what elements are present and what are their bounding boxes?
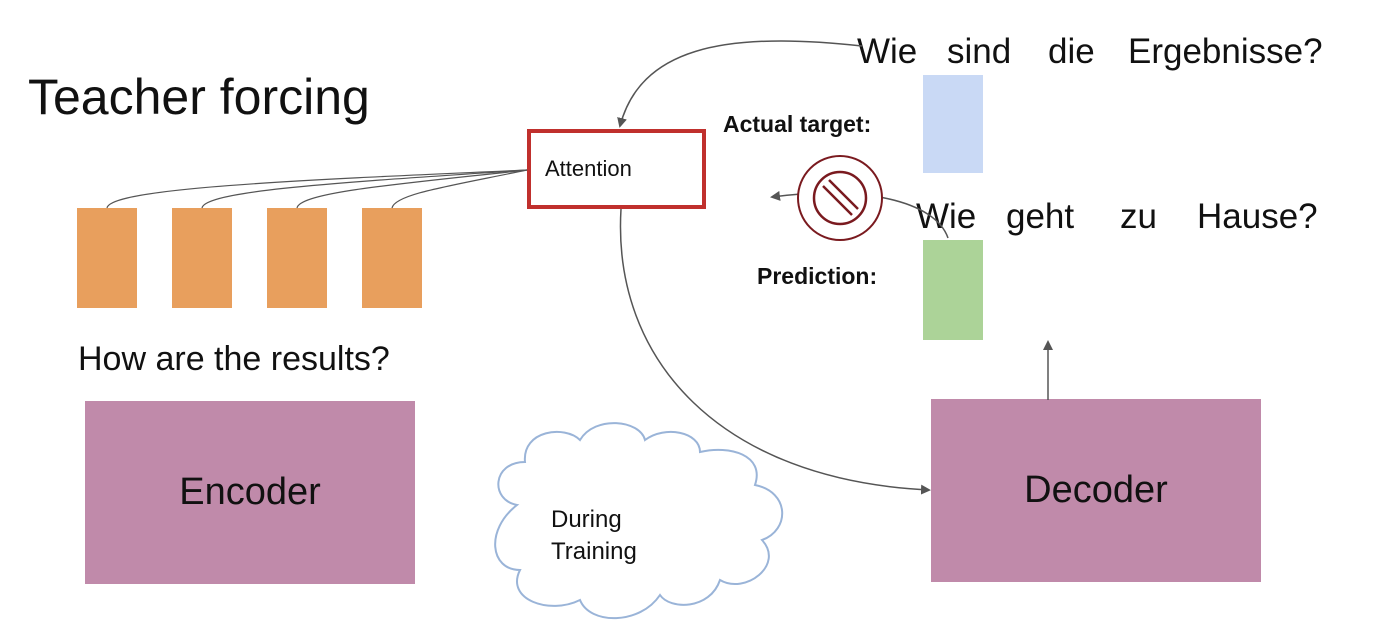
encoder-state-2 [172,208,232,308]
encoder-attention-link-3 [296,169,528,209]
decoder-block: Decoder [931,399,1261,582]
target-word-3: die [1048,32,1095,71]
encoder-attention-link-2 [201,169,528,209]
target-to-attention-arrow [617,40,863,128]
encoder-state-4 [362,208,422,308]
prediction-word-4: Hause? [1197,197,1318,236]
cloud-line-2: Training [551,538,637,565]
target-word-4: Ergebnisse? [1128,32,1323,71]
encoder-attention-link-1 [106,169,528,209]
training-cloud [494,422,784,620]
prediction-word-1: Wie [916,197,977,236]
encoder-input-sentence: How are the results? [78,340,390,378]
prediction-token [923,240,983,340]
attention-box: Attention [527,129,706,209]
prediction-label: Prediction: [757,263,878,289]
actual-target-label: Actual target: [723,111,872,137]
actual-target-token [923,75,983,173]
decoder-label: Decoder [1024,469,1168,511]
no-symbol-icon [797,155,883,241]
target-word-2: sind [947,32,1012,71]
encoder-attention-link-4 [391,169,528,209]
encoder-block: Encoder [85,401,415,584]
attention-label: Attention [545,156,632,181]
page-title: Teacher forcing [28,69,370,125]
attention-to-decoder-arrow [619,208,931,495]
cloud-text: During Training [551,504,637,568]
cloud-line-1: During [551,506,622,533]
encoder-state-3 [267,208,327,308]
target-word-1: Wie [857,32,918,71]
encoder-label: Encoder [179,471,321,513]
prediction-word-2: geht [1006,197,1075,236]
prediction-word-3: zu [1120,197,1157,236]
encoder-state-1 [77,208,137,308]
